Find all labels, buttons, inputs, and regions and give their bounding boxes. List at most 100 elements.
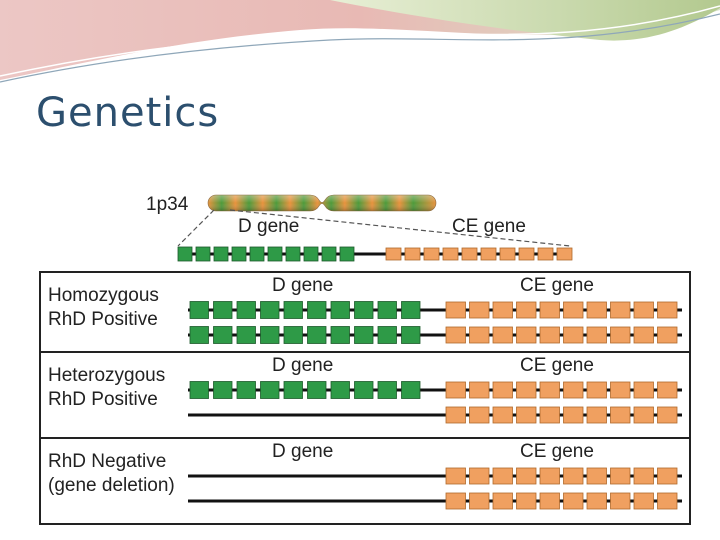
d-gene-exon [189, 326, 209, 344]
overview-d-gene-label: D gene [238, 216, 299, 237]
ce-gene-exon [445, 467, 466, 485]
ce-gene-exon [633, 467, 654, 485]
ce-gene-exon [539, 467, 560, 485]
d-gene-exon [307, 326, 327, 344]
ce-gene-exon [469, 301, 490, 319]
gene-strand [188, 467, 682, 485]
d-gene-exon [213, 381, 233, 399]
decorative-banner [0, 0, 720, 83]
ce-gene-exon [563, 406, 584, 424]
d-gene-exon [307, 381, 327, 399]
ce-gene-exon [516, 381, 537, 399]
ce-gene-exon [586, 492, 607, 510]
ce-gene-exon [516, 301, 537, 319]
ce-gene-exon [492, 381, 513, 399]
ce-gene-exon [633, 301, 654, 319]
d-gene-exon [307, 301, 327, 319]
ce-gene-exon [469, 406, 490, 424]
d-gene-exon [260, 326, 280, 344]
gene-strand [188, 381, 682, 399]
d-gene-exon [330, 326, 350, 344]
ce-gene-exon [516, 406, 537, 424]
gene-strand [188, 326, 682, 344]
ce-gene-exon [499, 247, 516, 261]
d-gene-exon [377, 326, 397, 344]
panel-ce-gene-label: CE gene [520, 275, 594, 296]
d-gene-exon [236, 381, 256, 399]
ce-gene-exon [563, 301, 584, 319]
d-gene-exon [303, 246, 319, 262]
ce-gene-exon [539, 301, 560, 319]
ce-gene-exon [469, 326, 490, 344]
d-gene-exon [377, 301, 397, 319]
d-gene-exon [354, 326, 374, 344]
ce-gene-exon [469, 381, 490, 399]
d-gene-exon [236, 301, 256, 319]
panel-d-gene-label: D gene [272, 355, 333, 376]
ce-gene-exon [586, 301, 607, 319]
ce-gene-exon [445, 326, 466, 344]
ce-gene-exon [610, 301, 631, 319]
ce-gene-exon [657, 406, 678, 424]
d-gene-exon [177, 246, 193, 262]
ce-gene-exon [469, 492, 490, 510]
ce-gene-exon [445, 301, 466, 319]
d-gene-exon [213, 301, 233, 319]
panel-d-gene-label: D gene [272, 441, 333, 462]
d-gene-exon [377, 381, 397, 399]
gene-strand [188, 301, 682, 319]
gene-strand [188, 406, 682, 424]
ce-gene-exon [610, 492, 631, 510]
slide-title: Genetics [36, 90, 220, 136]
d-gene-exon [354, 301, 374, 319]
ce-gene-exon [657, 492, 678, 510]
ce-gene-exon [516, 492, 537, 510]
ce-gene-exon [563, 467, 584, 485]
panel-ce-gene-label: CE gene [520, 441, 594, 462]
panel-label-line2: RhD Positive [48, 389, 158, 410]
chromosome-label: 1p34 [146, 194, 189, 215]
ce-gene-exon [539, 406, 560, 424]
zoom-line-left [177, 209, 215, 247]
ce-gene-exon [539, 381, 560, 399]
ce-gene-exon [492, 301, 513, 319]
ce-gene-exon [586, 406, 607, 424]
ce-gene-exon [518, 247, 535, 261]
ce-gene-exon [633, 492, 654, 510]
panel-label-line1: Homozygous [48, 285, 159, 306]
ce-gene-exon [516, 326, 537, 344]
d-gene-exon [195, 246, 211, 262]
ce-gene-exon [610, 381, 631, 399]
d-gene-exon [231, 246, 247, 262]
ce-gene-exon [539, 492, 560, 510]
ce-gene-exon [657, 326, 678, 344]
ce-gene-exon [610, 467, 631, 485]
ce-gene-exon [633, 326, 654, 344]
ce-gene-exon [537, 247, 554, 261]
panel-label-line2: (gene deletion) [48, 475, 175, 496]
ce-gene-exon [423, 247, 440, 261]
d-gene-exon [283, 301, 303, 319]
ce-gene-exon [492, 492, 513, 510]
d-gene-exon [283, 326, 303, 344]
d-gene-exon [236, 326, 256, 344]
ce-gene-exon [492, 406, 513, 424]
ce-gene-exon [563, 326, 584, 344]
ce-gene-exon [633, 381, 654, 399]
d-gene-exon [321, 246, 337, 262]
ce-gene-exon [445, 381, 466, 399]
d-gene-exon [260, 381, 280, 399]
ce-gene-exon [539, 326, 560, 344]
ce-gene-exon [516, 467, 537, 485]
zoom-line-right [229, 209, 571, 247]
ce-gene-exon [445, 406, 466, 424]
d-gene-exon [260, 301, 280, 319]
ce-gene-exon [480, 247, 497, 261]
d-gene-exon [339, 246, 355, 262]
overview-gene-strand [177, 246, 573, 262]
